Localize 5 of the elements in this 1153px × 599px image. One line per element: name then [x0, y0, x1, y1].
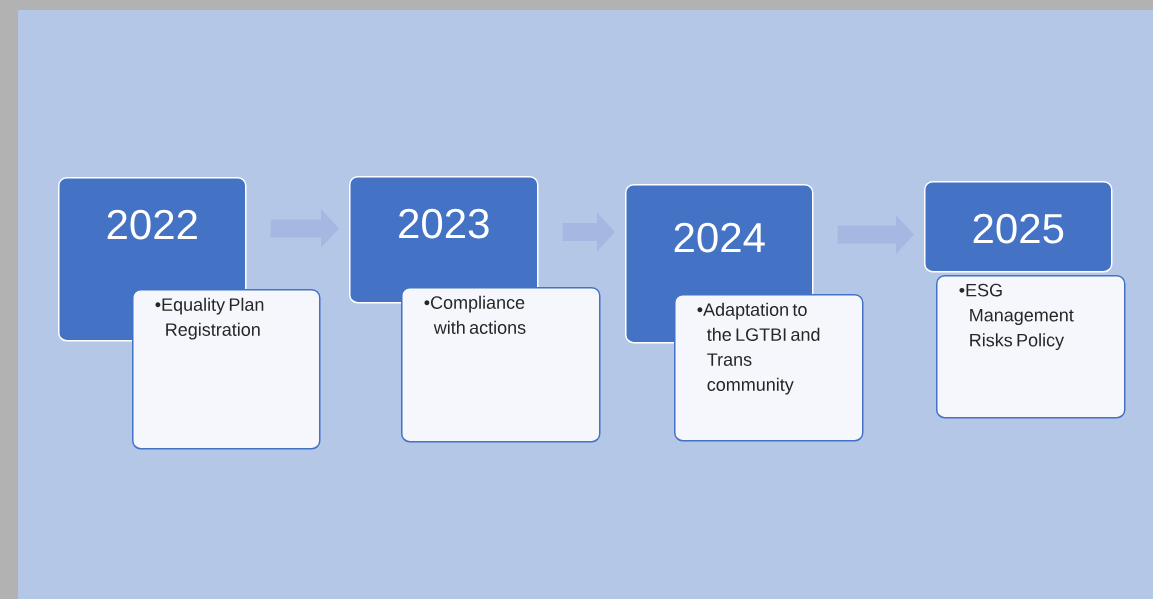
detail-box: •Compliance with actions — [401, 287, 601, 443]
detail-box: •Adaptation to the LGTBI and Trans community — [674, 294, 864, 442]
year-box: 2025 — [924, 181, 1113, 273]
detail-box: •Equality Plan Registration — [132, 289, 321, 450]
detail-box: •ESG Management Risks Policy — [936, 275, 1126, 419]
